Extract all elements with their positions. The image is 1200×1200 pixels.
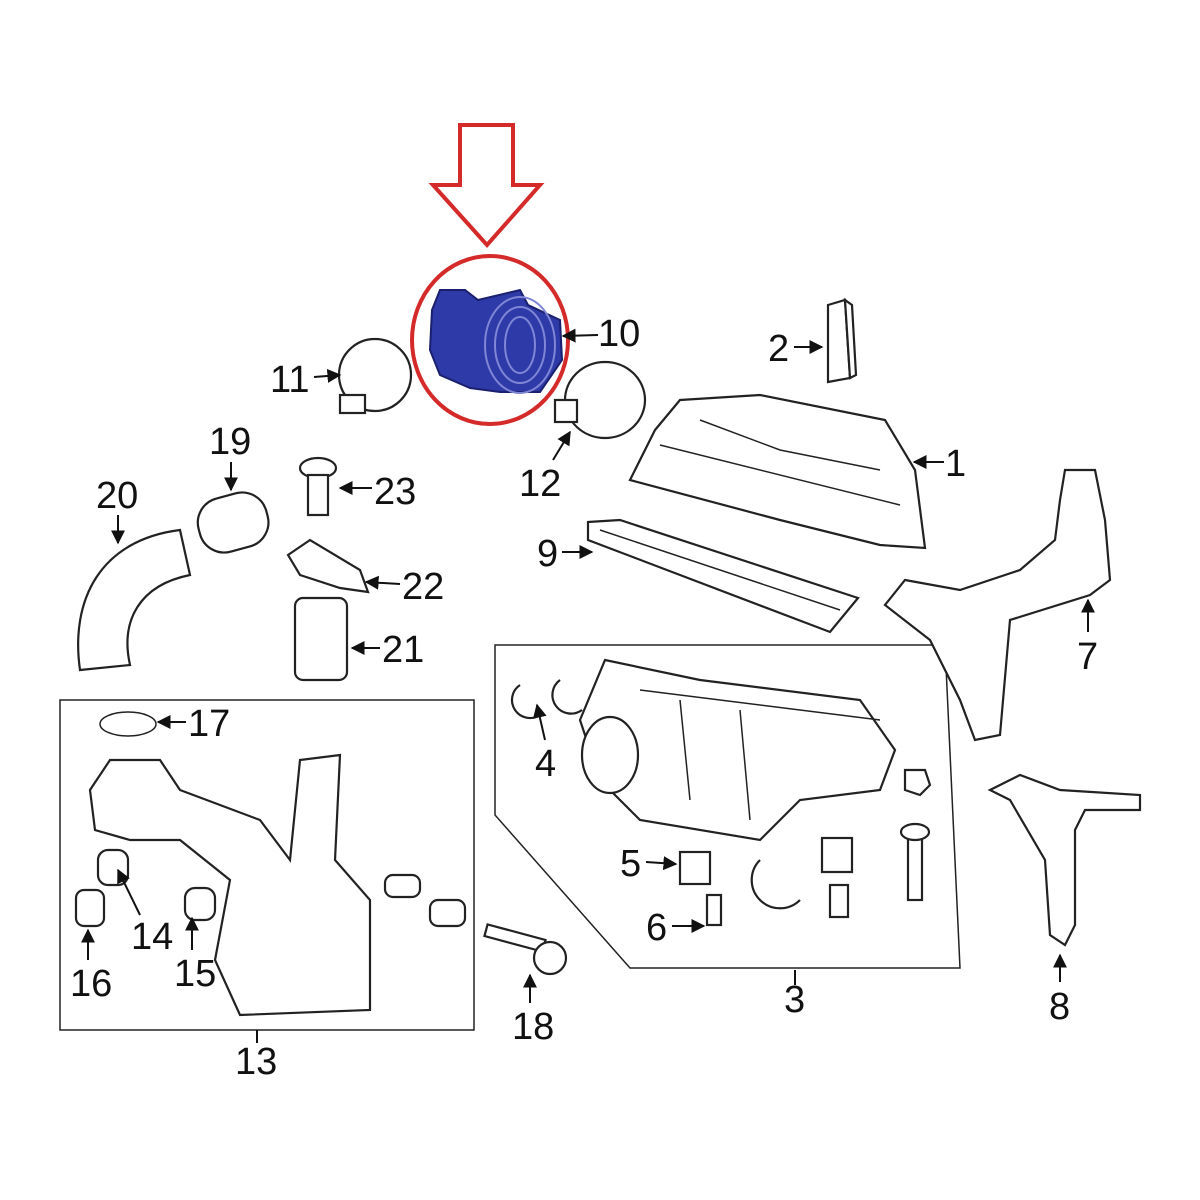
callout-4: 4: [535, 743, 556, 785]
part-1-cover: [628, 393, 927, 550]
callout-5: 5: [620, 843, 641, 885]
part-10-highlighted: [428, 288, 564, 394]
part-21-duct: [293, 596, 349, 682]
part-9-filter: [586, 518, 860, 634]
group-box-3: [494, 644, 961, 969]
part-11-clamp: [337, 337, 413, 415]
part-3-housing: [578, 658, 897, 842]
callout-11: 11: [270, 359, 309, 401]
part-6-pin: [705, 883, 850, 927]
callout-21: 21: [382, 629, 424, 671]
highlight-arrow-icon: [428, 123, 545, 249]
part-7-bracket: [883, 468, 1112, 742]
callout-10: 10: [598, 313, 640, 355]
group-box-13: [59, 699, 475, 1031]
callout-1: 1: [945, 443, 966, 485]
callout-13: 13: [235, 1041, 277, 1083]
part-2-sensor: [826, 297, 858, 384]
callout-12: 12: [519, 463, 561, 505]
part-23-clip: [298, 456, 338, 517]
part-4-clips: [510, 679, 583, 720]
part-18-bolt: [483, 923, 568, 976]
callout-9: 9: [537, 533, 558, 575]
callout-7: 7: [1077, 636, 1098, 678]
part-13-resonator: [74, 711, 467, 1017]
callout-2: 2: [768, 328, 789, 370]
callout-23: 23: [374, 471, 416, 513]
callout-15: 15: [174, 953, 216, 995]
part-22-bracket: [286, 538, 370, 594]
part-8-bracket: [987, 773, 1142, 947]
callout-8: 8: [1049, 986, 1070, 1028]
part-19-boot: [196, 491, 270, 554]
part-12-clamp: [553, 360, 647, 440]
leader-lines: [81, 328, 1095, 1043]
callout-17: 17: [188, 703, 230, 745]
callout-14: 14: [131, 916, 173, 958]
callout-6: 6: [646, 907, 667, 949]
part-5-grommet: [678, 836, 854, 886]
callout-18: 18: [512, 1006, 554, 1048]
callout-16: 16: [70, 963, 112, 1005]
bolt-and-nut: [750, 768, 932, 910]
callout-3: 3: [784, 979, 805, 1021]
part-20-hose: [77, 528, 192, 672]
callout-22: 22: [402, 566, 444, 608]
callout-20: 20: [96, 475, 138, 517]
callout-19: 19: [209, 421, 251, 463]
